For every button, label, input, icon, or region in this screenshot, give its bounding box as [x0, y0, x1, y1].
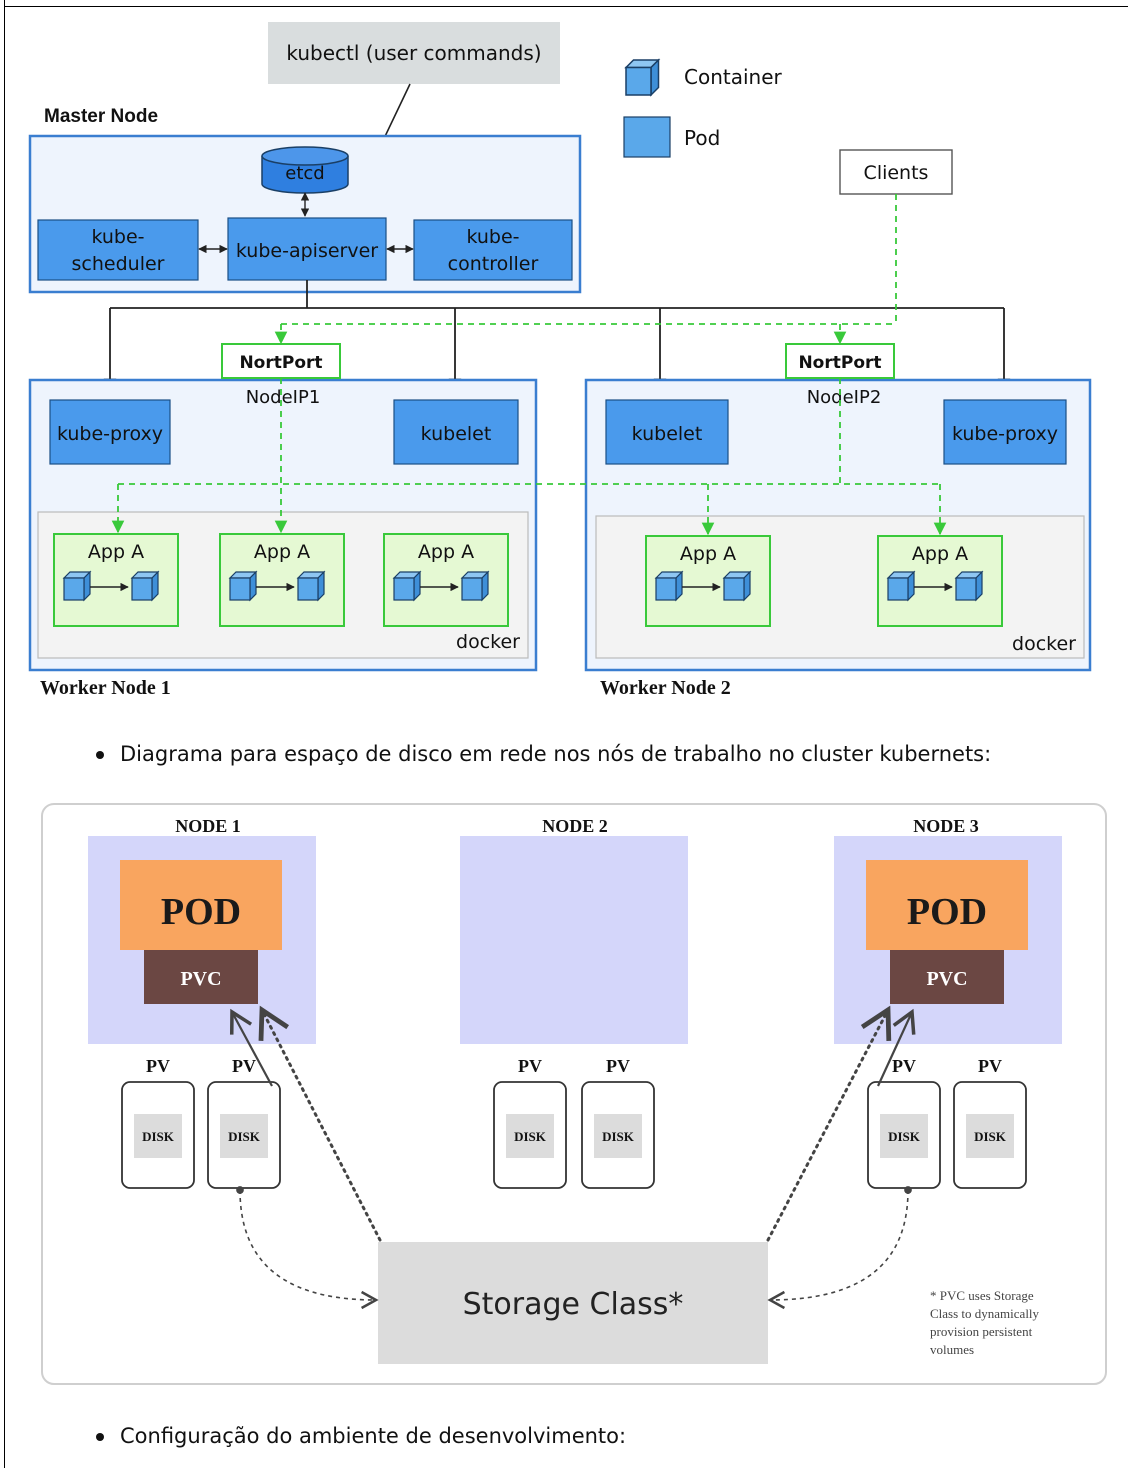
- container-legend-icon: [625, 59, 660, 96]
- disk-label: DISK: [888, 1129, 921, 1144]
- docker-label-2: docker: [1012, 633, 1076, 655]
- pv-label: PV: [518, 1056, 542, 1076]
- note-line-3: provision persistent: [930, 1324, 1033, 1339]
- pod-node3: [866, 860, 1028, 950]
- kubelet-box-1: [393, 399, 519, 465]
- bullet-dev-text: Configuração do ambiente de desenvolvime…: [120, 1424, 627, 1448]
- node2-area: [460, 836, 688, 1044]
- nodeip2-label: NodeIP2: [807, 387, 882, 408]
- page-frame-left: [4, 0, 5, 1468]
- worker-node-1-title: Worker Node 1: [40, 677, 171, 699]
- storage-class-label: Storage Class*: [463, 1287, 684, 1322]
- note-line-2: Class to dynamically: [930, 1306, 1040, 1321]
- disk-label: DISK: [514, 1129, 547, 1144]
- pod-label-node1: POD: [161, 891, 241, 933]
- kube-controller-label-1: kube-: [466, 226, 519, 248]
- nodeport-label-2: NortPort: [798, 353, 881, 373]
- storage-note: * PVC uses Storage Class to dynamically …: [930, 1288, 1040, 1357]
- app-label: App A: [680, 543, 736, 565]
- pvc-node3: [890, 950, 1004, 1004]
- kubectl-label: kubectl (user commands): [286, 41, 541, 65]
- kube-apiserver-box: [227, 217, 387, 281]
- disk-to-pvc-arrow-node3: [877, 1008, 916, 1087]
- pv-disk-5: DISK: [867, 1081, 941, 1189]
- app-label: App A: [254, 541, 310, 563]
- page-frame-top: [4, 6, 1128, 7]
- nodeport-box-1: [221, 343, 341, 379]
- pv-label: PV: [146, 1056, 170, 1076]
- clients-box: [839, 149, 953, 195]
- pv-disk-6: DISK: [953, 1081, 1027, 1189]
- kube-controller-label-2: controller: [448, 253, 539, 275]
- pvc-node1: [144, 950, 258, 1004]
- nodeport-label-1: NortPort: [239, 353, 322, 373]
- bullet-storage-text: Diagrama para espaço de disco em rede no…: [120, 742, 992, 766]
- nodeip1-label: NodeIP1: [246, 387, 321, 408]
- pod-node1: [120, 860, 282, 950]
- kube-apiserver-label: kube-apiserver: [236, 240, 378, 262]
- kubelet-box-2: [605, 399, 729, 465]
- etcd-database: etcd: [261, 146, 349, 194]
- kubelet-label-1: kubelet: [421, 423, 492, 445]
- docker-label-1: docker: [456, 631, 520, 653]
- control-plane-bus: [103, 280, 1011, 392]
- app-label: App A: [912, 543, 968, 565]
- kube-proxy-label-1: kube-proxy: [57, 423, 163, 445]
- client-traffic-paths: [111, 194, 947, 536]
- bullet-dot: [96, 1433, 104, 1441]
- node1-title: NODE 1: [175, 816, 241, 836]
- app-pod-1-2: App A: [219, 533, 345, 627]
- kube-controller-box: [413, 219, 573, 281]
- pod-label-node3: POD: [907, 891, 987, 933]
- bullet-dot: [96, 751, 104, 759]
- node2-title: NODE 2: [542, 816, 608, 836]
- app-pod-2-1: App A: [645, 535, 771, 627]
- pv-label: PV: [606, 1056, 630, 1076]
- kube-proxy-box-1: [49, 399, 171, 465]
- disk-storageclass-link-node3: [767, 1186, 912, 1310]
- app-label: App A: [88, 541, 144, 563]
- clients-label: Clients: [864, 162, 929, 184]
- etcd-label: etcd: [285, 163, 324, 184]
- node3-title: NODE 3: [913, 816, 979, 836]
- disk-storageclass-link-node1: [236, 1186, 379, 1310]
- kubelet-label-2: kubelet: [632, 423, 703, 445]
- pv-label: PV: [892, 1056, 916, 1076]
- master-node-title: Master Node: [44, 106, 158, 127]
- pv-label: PV: [232, 1056, 256, 1076]
- pv-group: PV PV PV PV PV PV: [146, 1056, 1002, 1076]
- pod-legend-icon: [623, 116, 671, 158]
- pv-disk-4: DISK: [581, 1081, 655, 1189]
- pv-disk-2: DISK: [207, 1081, 281, 1189]
- disk-label: DISK: [602, 1129, 635, 1144]
- note-line-4: volumes: [930, 1342, 974, 1357]
- worker-node-2-title: Worker Node 2: [600, 677, 731, 699]
- legend: Container Pod: [623, 59, 783, 158]
- pvc-label-node1: PVC: [180, 968, 221, 990]
- disk-label: DISK: [974, 1129, 1007, 1144]
- kube-scheduler-label-2: scheduler: [72, 253, 165, 275]
- kube-proxy-label-2: kube-proxy: [952, 423, 1058, 445]
- disk-to-pvc-arrow-node1: [229, 1008, 273, 1087]
- kubectl-box: kubectl (user commands): [268, 22, 560, 84]
- storage-class-box: [378, 1242, 768, 1364]
- kube-scheduler-label-1: kube-: [91, 226, 144, 248]
- pvc-label-node3: PVC: [926, 968, 967, 990]
- disk-label: DISK: [228, 1129, 261, 1144]
- legend-container-label: Container: [684, 65, 783, 89]
- app-pod-1-1: App A: [53, 533, 179, 627]
- pv-label: PV: [978, 1056, 1002, 1076]
- legend-pod-label: Pod: [684, 126, 720, 150]
- pv-disk-1: DISK: [121, 1081, 195, 1189]
- kube-scheduler-box: [37, 219, 199, 281]
- app-label: App A: [418, 541, 474, 563]
- disk-label: DISK: [142, 1129, 175, 1144]
- note-line-1: * PVC uses Storage: [930, 1288, 1034, 1303]
- pv-disk-3: DISK: [493, 1081, 567, 1189]
- kube-proxy-box-2: [943, 399, 1067, 465]
- app-pod-1-3: App A: [383, 533, 509, 627]
- app-pod-2-2: App A: [877, 535, 1003, 627]
